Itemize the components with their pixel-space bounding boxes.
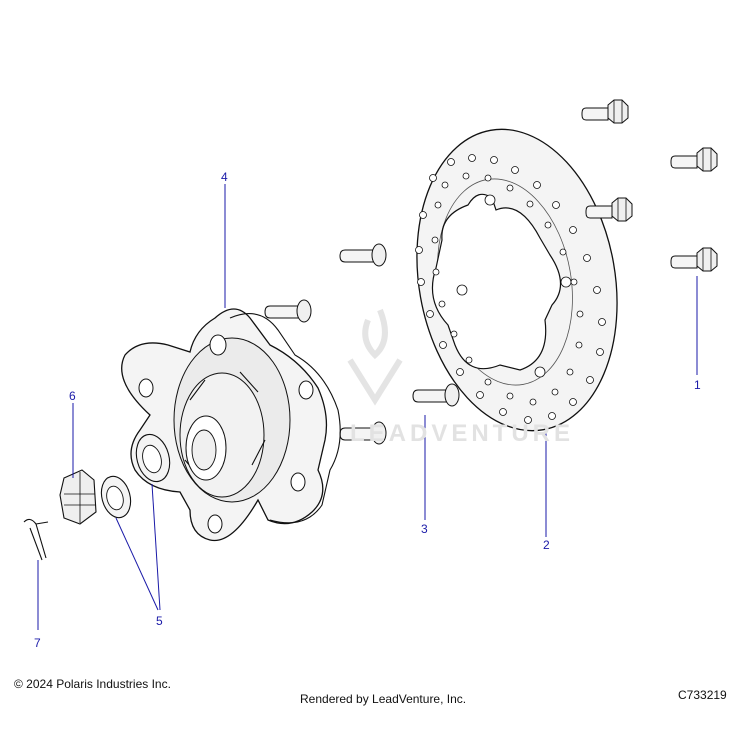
washers (100, 433, 171, 519)
rotor-bolt (670, 147, 718, 172)
callout-6: 6 (69, 389, 76, 403)
diagram-code: C733219 (678, 688, 727, 702)
rendered-by-text: Rendered by LeadVenture, Inc. (300, 692, 467, 706)
copyright-text: © 2024 Polaris Industries Inc. (14, 677, 171, 691)
callout-2: 2 (543, 538, 550, 552)
wheel-stud (264, 299, 312, 323)
leader-5b (151, 483, 161, 611)
cotter-pin (23, 518, 49, 561)
castle-nut (59, 469, 97, 525)
callout-3: 3 (421, 522, 428, 536)
wheel-stud (339, 243, 387, 267)
brake-rotor (415, 128, 618, 432)
callout-1: 1 (694, 378, 701, 392)
watermark-logo (347, 308, 403, 406)
rotor-bolt (581, 99, 629, 124)
wheel-stud (412, 383, 460, 407)
callout-5: 5 (156, 614, 163, 628)
rotor-holes (415, 154, 606, 424)
leader-5a (115, 517, 159, 611)
leader-lines (37, 184, 698, 630)
rotor-bolt (670, 247, 718, 272)
watermark-text: LEADVENTURE (350, 420, 575, 447)
wheel-hub (121, 308, 341, 542)
callout-7: 7 (34, 636, 41, 650)
callout-4: 4 (221, 170, 228, 184)
